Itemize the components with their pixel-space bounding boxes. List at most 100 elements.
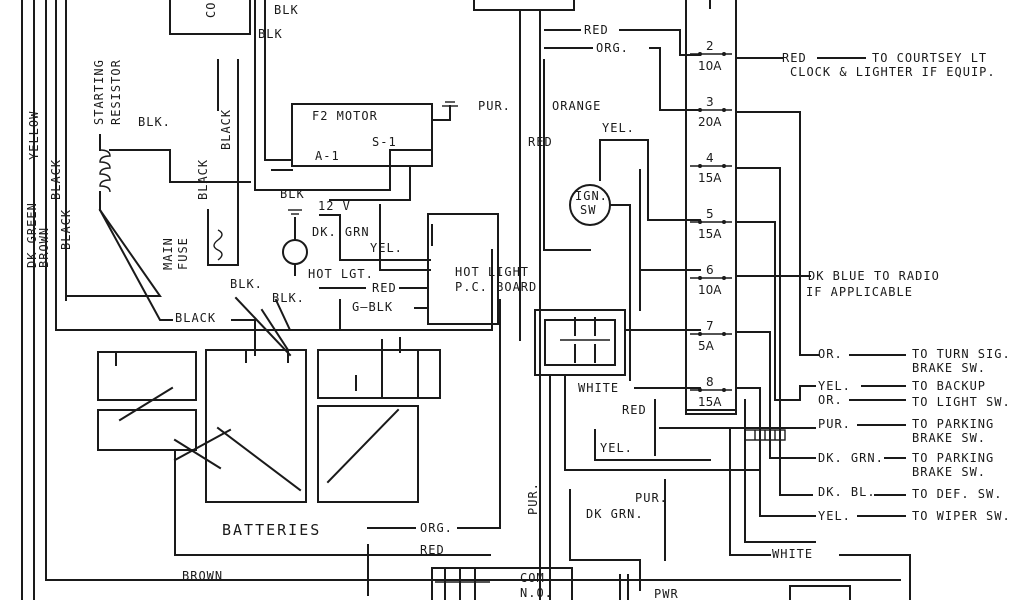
fuse-label: FUSE — [176, 237, 190, 270]
fuse-7: 75A — [690, 319, 732, 353]
black-lower: BLACK — [98, 208, 256, 356]
pur-right-label: PUR. — [818, 417, 851, 431]
fuse-amperage: 15A — [698, 395, 722, 409]
black-v2-label: BLACK — [219, 109, 233, 150]
middle-wires: RED ORG. PUR. ORANGE RED YEL. IGN. SW — [473, 0, 701, 600]
fuse-terminal-right — [722, 164, 726, 168]
black-side-label-1: BLACK — [49, 159, 63, 200]
fuse-number: 7 — [706, 319, 714, 333]
resistor-label: RESISTOR — [109, 59, 123, 125]
yel2-label: YEL. — [818, 509, 851, 523]
clock-label: CLOCK & LIGHTER IF EQUIP. — [790, 65, 996, 79]
fuse-terminal-right — [722, 220, 726, 224]
fuse-amperage: 20A — [698, 115, 722, 129]
ign-label-2: SW — [580, 203, 596, 217]
parking2-label-2: BRAKE SW. — [912, 465, 986, 479]
a1-label: A-1 — [315, 149, 340, 163]
black-lower-label: BLACK — [175, 311, 216, 325]
fuse-number: 3 — [706, 95, 714, 109]
fuse-number: 2 — [706, 39, 714, 53]
fuse-terminal-right — [722, 332, 726, 336]
right-wires: RED TO COURTSEY LT CLOCK & LIGHTER IF EQ… — [659, 51, 1011, 600]
fuse-number: 5 — [706, 207, 714, 221]
radio-label: TO RADIO — [874, 269, 940, 283]
fuse-amperage: 10A — [698, 283, 722, 297]
or2-label: OR. — [818, 393, 843, 407]
parking-label-1: TO PARKING — [912, 417, 994, 431]
fuse-terminal-left — [698, 108, 702, 112]
red-mid-label: RED — [528, 135, 553, 149]
no-label: N.O. — [520, 586, 553, 600]
blk-label-top: BLK — [274, 3, 299, 17]
or1-label: OR. — [818, 347, 843, 361]
wiper-label: TO WIPER SW. — [912, 509, 1011, 523]
fuse-number: 4 — [706, 151, 714, 165]
fuse-number: 8 — [706, 375, 714, 389]
hot-lgt-label: HOT LGT. — [308, 267, 374, 281]
fuse-terminal-left — [698, 52, 702, 56]
s1-label: S-1 — [372, 135, 397, 149]
dk-green-label: DK GREEN — [25, 202, 39, 268]
bottom-relay: COM N.O. PWR — [431, 567, 679, 600]
white-bottom-label: WHITE — [772, 547, 813, 561]
radio-label-2: IF APPLICABLE — [806, 285, 913, 299]
org-bat-label: ORG. — [420, 521, 453, 535]
black-v1-label: BLACK — [196, 159, 210, 200]
dkgrn-right-label: DK. GRN. — [818, 451, 884, 465]
dkbl-label: DK. BL. — [818, 485, 876, 499]
orange-label: ORANGE — [552, 99, 601, 113]
yel-ign-label: YEL. — [602, 121, 635, 135]
main-fuse-area: BLACK BLACK MAIN FUSE — [161, 59, 239, 270]
blk-label-top2: BLK — [258, 27, 283, 41]
fuse-amperage: 15A — [698, 227, 722, 241]
dk-grn-low-label: DK GRN. — [586, 507, 644, 521]
fuse-terminal-right — [722, 276, 726, 280]
fuse-terminal-right — [722, 388, 726, 392]
blk-left-label-1: BLK. — [230, 277, 263, 291]
fuse-terminal-right — [722, 52, 726, 56]
starting-resistor: STARTING RESISTOR BLK. YELLOW DK GREEN B… — [25, 59, 251, 268]
co-label: CO — [204, 2, 218, 18]
fuse-amperage: 5A — [698, 339, 715, 353]
fuse-number: 6 — [706, 263, 714, 277]
hot-light-circuit: 12 V DK. GRN YEL. HOT LGT. HOT LIGHT P.C… — [230, 199, 537, 357]
parking-label-2: BRAKE SW. — [912, 431, 986, 445]
12v-label: 12 V — [318, 199, 351, 213]
parking2-label-1: TO PARKING — [912, 451, 994, 465]
red-top-label: RED — [584, 23, 609, 37]
com-label: COM — [520, 571, 545, 585]
fuse-terminal-left — [698, 276, 702, 280]
pwr-label: PWR — [654, 587, 679, 600]
red-pc-label: RED — [372, 281, 397, 295]
red-bat-label: RED — [420, 543, 445, 557]
f2-motor: F2 MOTOR A-1 S-1 BLK — [254, 101, 458, 201]
turn-label-1: TO TURN SIG. — [912, 347, 1011, 361]
ign-label-1: IGN. — [575, 189, 608, 203]
white-mid-label: WHITE — [578, 381, 619, 395]
blk-resistor-label: BLK. — [138, 115, 171, 129]
g-blk-label: G—BLK — [352, 300, 393, 314]
batteries-label: BATTERIES — [222, 521, 321, 539]
courtesy-label: TO COURTSEY LT — [872, 51, 987, 65]
hot-light-label-2: P.C. BOARD — [455, 280, 537, 294]
right-red-label: RED — [782, 51, 807, 65]
starting-label: STARTING — [92, 59, 106, 125]
fuse-amperage: 10A — [698, 59, 722, 73]
pur-low-label: PUR. — [635, 491, 668, 505]
blk-left-label-2: BLK. — [272, 291, 305, 305]
fuse-amperage: 15A — [698, 171, 722, 185]
fuse-terminal-left — [698, 388, 702, 392]
turn-label-2: BRAKE SW. — [912, 361, 986, 375]
yellow-label: YELLOW — [27, 111, 41, 160]
yel-right-label: YEL. — [818, 379, 851, 393]
top-connector: CO BLK BLK — [169, 0, 299, 191]
